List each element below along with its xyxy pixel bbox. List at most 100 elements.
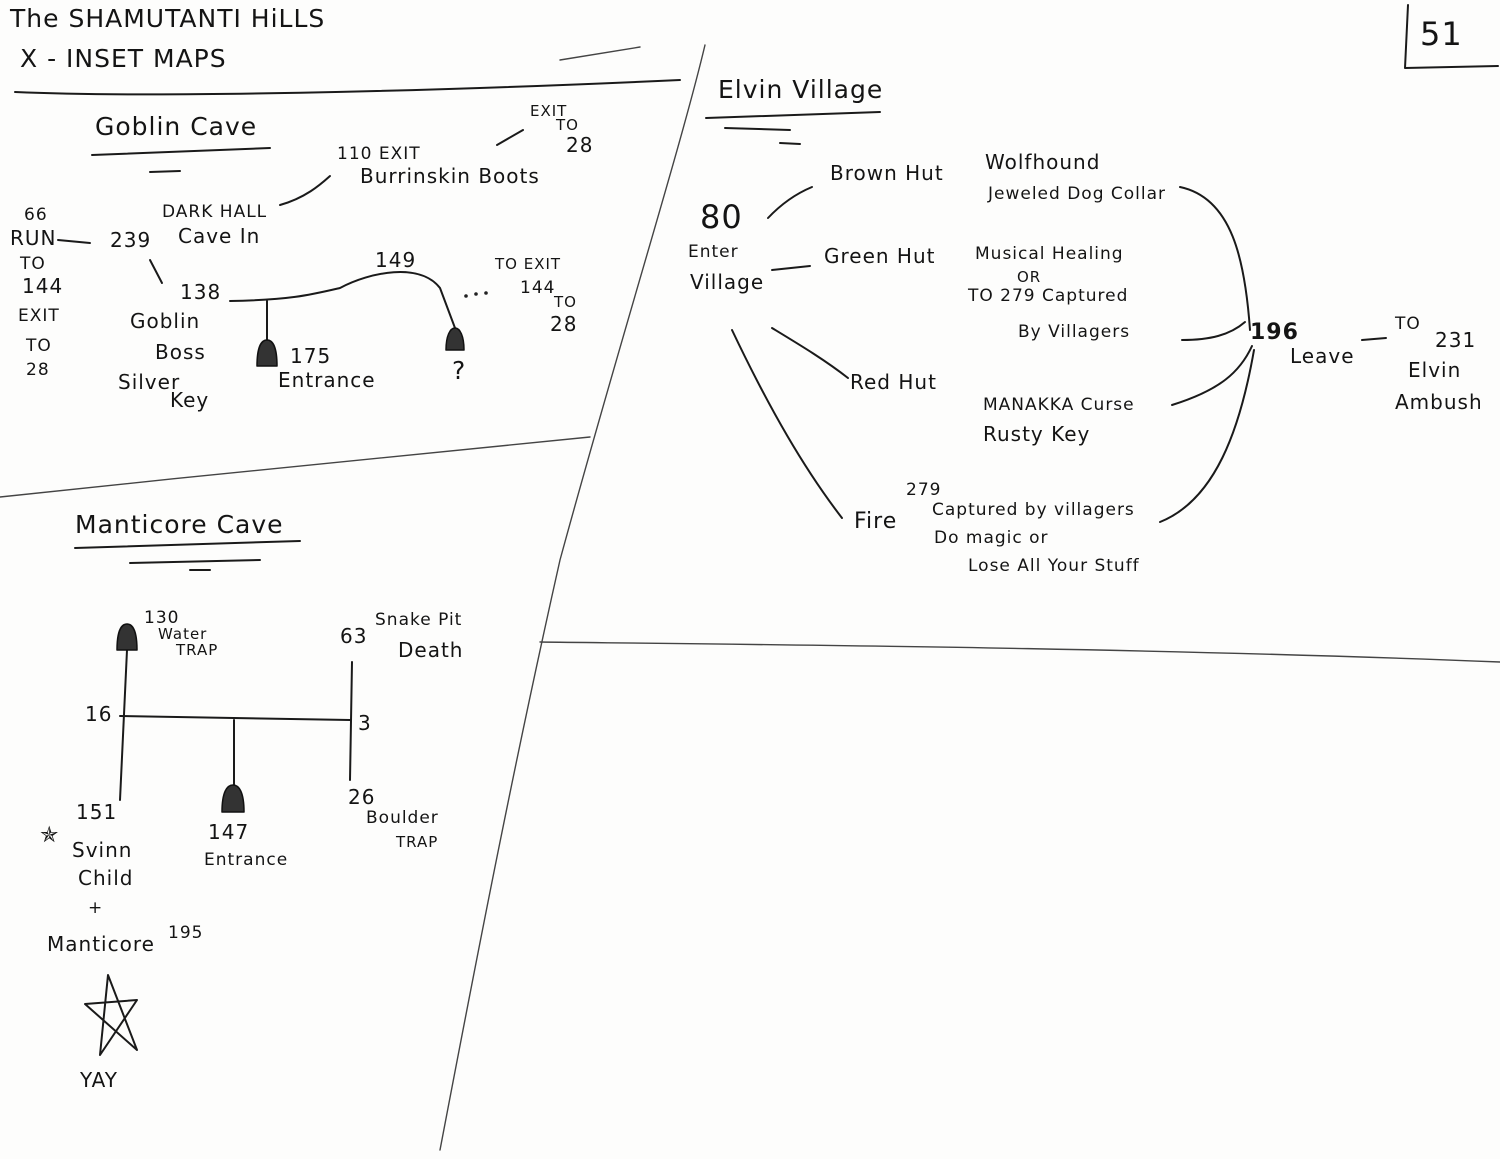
label-plus: + <box>88 898 104 918</box>
label-key: Key <box>170 388 210 412</box>
label-goblin: Goblin <box>130 309 201 333</box>
divider-goblin-manticore <box>0 436 591 498</box>
label-fire: Fire <box>854 509 898 534</box>
label-manakka-curse: MANAKKA Curse <box>983 395 1135 415</box>
elvin-merge-4 <box>1159 349 1255 523</box>
label-boss: Boss <box>155 340 206 364</box>
label-to-28-left-num: 28 <box>26 360 50 380</box>
manticore-title-underline-2 <box>129 559 261 564</box>
label-enter: Enter <box>688 242 739 262</box>
label-to-279-captured: TO 279 Captured <box>968 286 1129 306</box>
elvin-merge-1 <box>1179 186 1251 331</box>
divider-center <box>439 44 706 1151</box>
label-26: 26 <box>348 785 376 809</box>
label-151: 151 <box>76 800 118 824</box>
label-jeweled-dog-collar: Jeweled Dog Collar <box>988 184 1167 204</box>
label-silver: Silver <box>118 370 181 394</box>
label-cave-in: Cave In <box>178 224 261 248</box>
elvin-branch-green <box>771 265 811 271</box>
manticore-left-shaft <box>119 649 128 801</box>
label-231: 231 <box>1435 328 1477 352</box>
goblin-line-top-exit <box>496 129 524 146</box>
label-ambush: Ambush <box>1395 390 1483 414</box>
sheet-title: The SHAMUTANTI HiLLS <box>10 4 326 33</box>
label-goblin-entrance: Entrance <box>278 368 376 392</box>
manticore-title-underline <box>74 540 301 549</box>
label-trap-top: TRAP <box>176 641 219 659</box>
page-box <box>1404 4 1499 69</box>
label-3: 3 <box>358 711 372 735</box>
goblin-line-boots <box>279 175 331 206</box>
elvin-branch-fire <box>731 329 843 519</box>
label-burrinskin-boots: Burrinskin Boots <box>360 164 540 188</box>
header-underline <box>14 79 681 96</box>
star-mark-icon: ✯ <box>40 823 60 848</box>
label-195: 195 <box>168 923 204 943</box>
label-red-hut: Red Hut <box>850 370 937 394</box>
goblin-bell-question <box>445 327 465 351</box>
label-death: Death <box>398 638 464 662</box>
label-exit-top: EXIT <box>530 102 568 120</box>
label-dark-hall: DARK HALL <box>162 202 268 222</box>
label-captured-by-villagers: Captured by villagers <box>932 500 1135 520</box>
label-149: 149 <box>375 248 417 272</box>
goblin-bell-entrance <box>256 339 278 367</box>
label-brown-hut: Brown Hut <box>830 161 944 185</box>
manticore-bell-entrance <box>221 784 245 813</box>
elvin-village-title: Elvin Village <box>718 75 884 104</box>
label-question: ? <box>452 356 467 385</box>
label-manticore-entrance: Entrance <box>204 850 289 870</box>
star-icon <box>84 974 138 1056</box>
goblin-cave-title: Goblin Cave <box>95 112 258 141</box>
label-138: 138 <box>180 280 222 304</box>
label-village: Village <box>690 270 765 294</box>
divider-top-left <box>559 46 641 61</box>
goblin-title-underline-2 <box>149 170 181 173</box>
label-16: 16 <box>85 702 113 726</box>
label-green-hut: Green Hut <box>824 244 936 268</box>
label-rusty-key: Rusty Key <box>983 422 1091 446</box>
label-to-144-to: TO <box>20 254 46 274</box>
label-snake-pit: Snake Pit <box>375 610 463 630</box>
goblin-line-239-138 <box>149 259 163 284</box>
label-to-28-left-to: TO <box>26 336 52 356</box>
label-to-231-to: TO <box>1395 314 1421 334</box>
label-do-magic: Do magic or <box>934 528 1049 548</box>
label-63: 63 <box>340 624 368 648</box>
label-239: 239 <box>110 228 152 252</box>
label-manticore: Manticore <box>47 932 155 956</box>
label-exit-left: EXIT <box>18 306 60 326</box>
elvin-merge-3 <box>1171 345 1253 406</box>
label-by-villagers: By Villagers <box>1018 322 1131 342</box>
label-to-top: TO <box>556 116 579 134</box>
label-elvin: Elvin <box>1408 358 1462 382</box>
elvin-branch-red <box>771 327 849 379</box>
label-musical-healing: Musical Healing <box>975 244 1124 264</box>
label-to-exit: TO EXIT <box>495 255 562 273</box>
label-yay: YAY <box>80 1068 119 1092</box>
label-66: 66 <box>24 205 48 225</box>
page-number: 51 <box>1420 15 1463 53</box>
goblin-main-passage <box>229 271 456 329</box>
label-child: Child <box>78 866 134 890</box>
label-80: 80 <box>700 198 743 236</box>
manticore-right-shaft <box>349 661 353 781</box>
elvin-title-underline <box>705 111 881 119</box>
label-175: 175 <box>290 344 332 368</box>
label-run: RUN <box>10 226 57 250</box>
label-147: 147 <box>208 820 250 844</box>
label-to-28-right-num: 28 <box>550 312 578 336</box>
label-trap-bottom: TRAP <box>396 833 439 851</box>
label-28-top: 28 <box>566 133 594 157</box>
label-279: 279 <box>906 480 942 500</box>
label-or: OR <box>1017 268 1042 286</box>
label-to-28-right-to: TO <box>554 293 577 311</box>
label-130: 130 <box>144 608 180 628</box>
label-to-144-num: 144 <box>22 274 64 298</box>
elvin-line-leave <box>1361 337 1387 341</box>
elvin-title-underline-2 <box>724 127 791 131</box>
label-lose-all: Lose All Your Stuff <box>968 556 1140 576</box>
label-water: Water <box>158 625 208 643</box>
